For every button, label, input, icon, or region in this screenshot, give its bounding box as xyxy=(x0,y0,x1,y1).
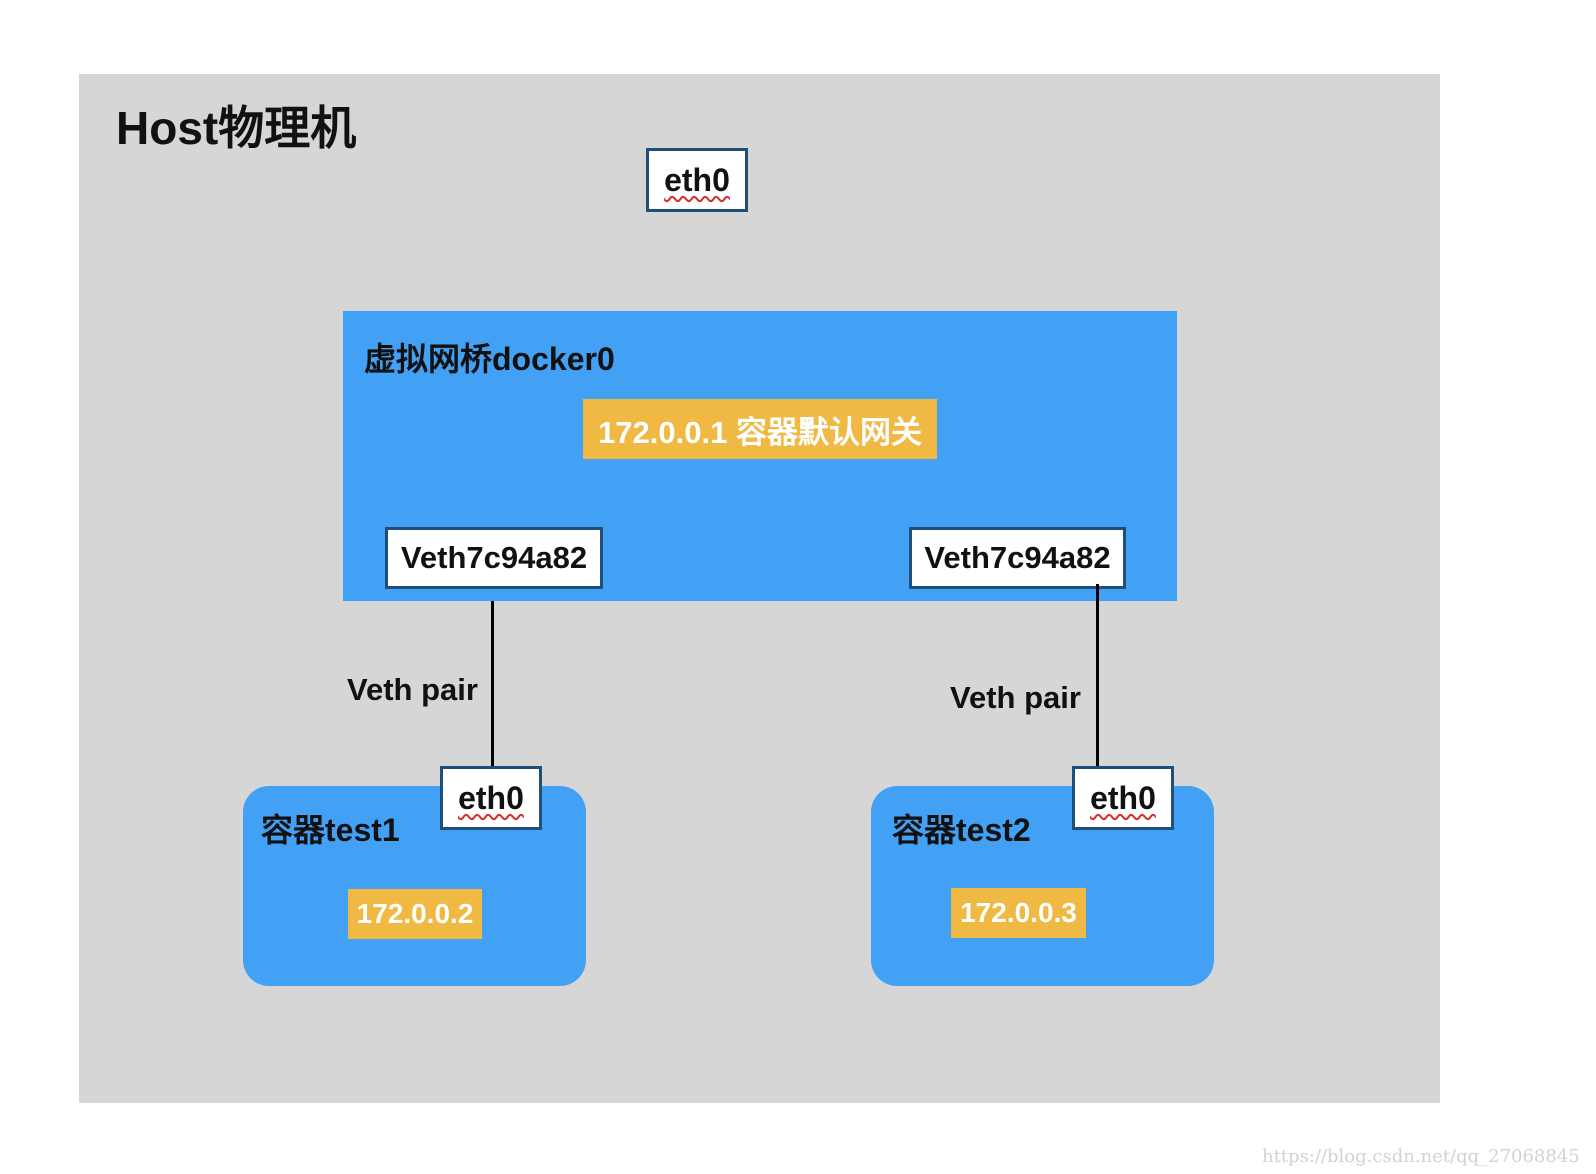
veth-right-interface: Veth7c94a82 xyxy=(909,527,1126,589)
container-test1-eth0: eth0 xyxy=(440,766,542,830)
veth-pair-link-right xyxy=(1096,584,1099,766)
veth-left-interface: Veth7c94a82 xyxy=(385,527,603,589)
host-eth0-label: eth0 xyxy=(664,161,730,198)
bridge-title: 虚拟网桥docker0 xyxy=(364,341,615,377)
container-test1-eth0-label: eth0 xyxy=(458,779,524,816)
host-eth0-interface: eth0 xyxy=(646,148,748,212)
host-title: Host物理机 xyxy=(116,102,357,154)
container-test2-eth0: eth0 xyxy=(1072,766,1174,830)
veth-pair-label-left: Veth pair xyxy=(347,672,478,707)
veth-pair-link-left xyxy=(491,601,494,766)
veth-pair-label-right: Veth pair xyxy=(950,680,1081,715)
container-test2-eth0-label: eth0 xyxy=(1090,779,1156,816)
container-test2-ip: 172.0.0.3 xyxy=(951,888,1086,938)
container-test1-ip: 172.0.0.2 xyxy=(348,889,482,939)
watermark: https://blog.csdn.net/qq_27068845 xyxy=(1262,1146,1580,1167)
container-test1-title: 容器test1 xyxy=(261,812,400,848)
gateway-ip-badge: 172.0.0.1 容器默认网关 xyxy=(583,399,937,459)
container-test2-title: 容器test2 xyxy=(892,812,1031,848)
